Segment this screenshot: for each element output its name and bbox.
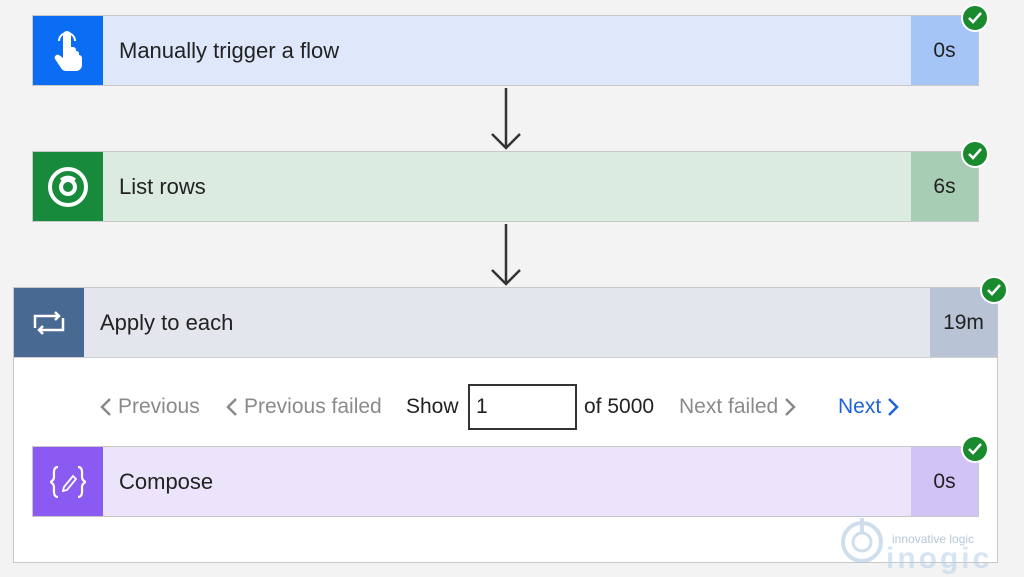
- previous-button[interactable]: Previous: [94, 395, 200, 419]
- step-label: Compose: [119, 468, 214, 494]
- success-check-icon: [961, 140, 989, 168]
- success-check-icon: [961, 4, 989, 32]
- step-label: List rows: [119, 173, 206, 199]
- step-list-rows[interactable]: List rows 6s: [32, 151, 979, 222]
- touch-hand-icon: [33, 16, 103, 85]
- step-label: Manually trigger a flow: [119, 37, 340, 63]
- next-failed-label: Next failed: [679, 395, 779, 418]
- step-label: Apply to each: [100, 309, 234, 335]
- chevron-right-icon: [785, 398, 796, 416]
- next-failed-button[interactable]: Next failed: [679, 395, 802, 419]
- chevron-left-icon: [226, 398, 237, 416]
- compose-braces-icon: [33, 447, 103, 516]
- watermark-tagline: innovative logic: [892, 532, 975, 546]
- step-manual-trigger[interactable]: Manually trigger a flow 0s: [32, 15, 979, 86]
- previous-failed-label: Previous failed: [244, 395, 382, 418]
- chevron-right-icon: [888, 398, 899, 416]
- arrow-down-icon: [491, 88, 521, 150]
- apply-to-each-container: Apply to each 19m Previous Previous fail…: [13, 287, 998, 563]
- step-apply-to-each[interactable]: Apply to each 19m: [14, 288, 997, 358]
- previous-label: Previous: [118, 395, 200, 418]
- chevron-left-icon: [100, 398, 111, 416]
- previous-failed-button[interactable]: Previous failed: [220, 395, 382, 419]
- dataverse-icon: [33, 152, 103, 221]
- next-button[interactable]: Next: [838, 395, 905, 419]
- success-check-icon: [980, 276, 1008, 304]
- step-compose[interactable]: Compose 0s: [32, 446, 979, 517]
- next-label: Next: [838, 395, 882, 418]
- show-label: Show: [406, 395, 459, 418]
- success-check-icon: [961, 435, 989, 463]
- inogic-logo-icon: [841, 518, 883, 563]
- total-iterations-label: of 5000: [584, 395, 655, 418]
- inogic-watermark: innovative logic inogic: [840, 512, 1020, 575]
- watermark-brand: inogic: [886, 542, 993, 575]
- iteration-pager: Previous Previous failed Show of 5000 Ne…: [14, 384, 997, 430]
- loop-icon: [14, 288, 84, 357]
- arrow-down-icon: [491, 224, 521, 286]
- iteration-number-input[interactable]: [468, 384, 577, 430]
